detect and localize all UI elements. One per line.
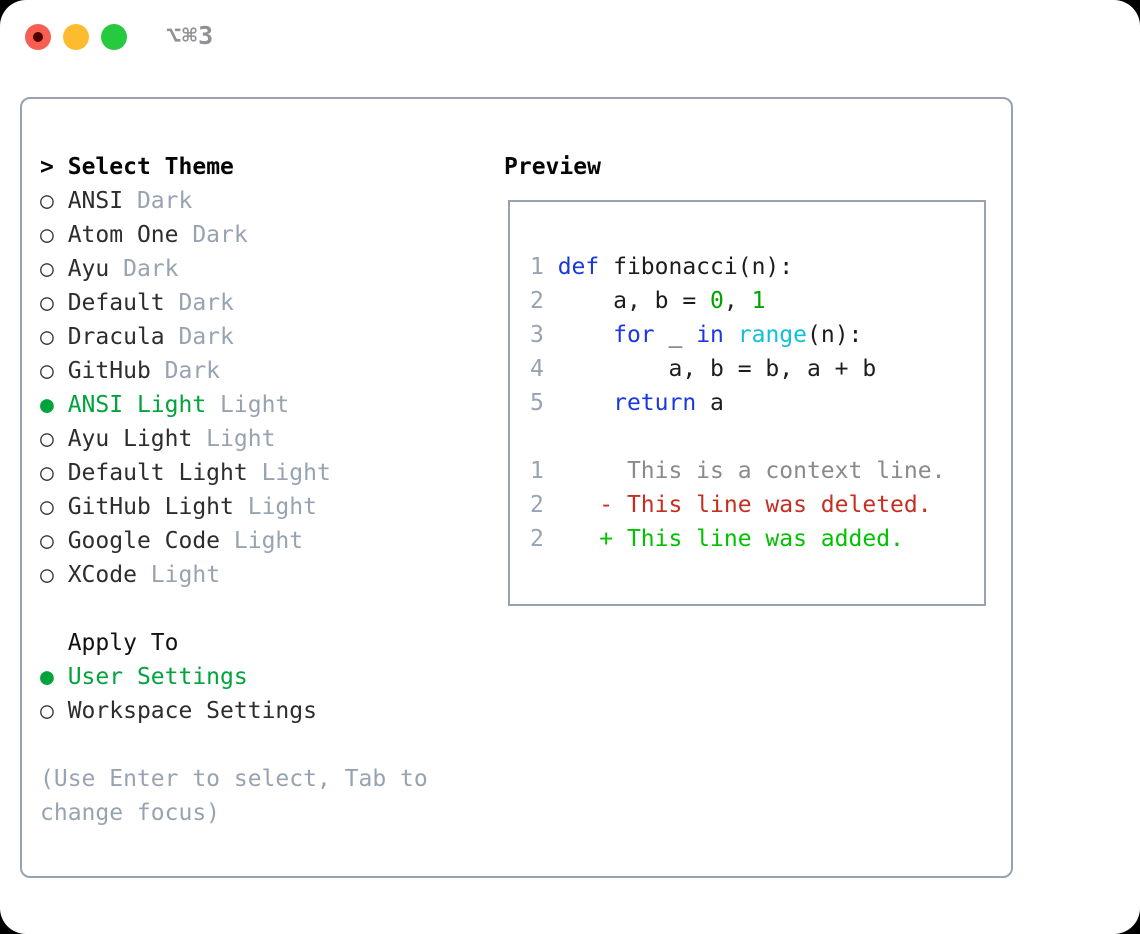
radio-icon: ○ [40, 358, 68, 384]
zoom-button[interactable] [101, 24, 127, 50]
line-number: 2 [530, 492, 558, 518]
code-segment-plain: fibonacci(n): [599, 254, 794, 280]
select-theme-header-row: > Select Theme [40, 150, 331, 184]
code-segment-plain: a, b = b, a + b [557, 356, 877, 382]
theme-option[interactable]: ● ANSI Light Light [40, 392, 290, 418]
code-line: 2 a, b = 0, 1 [530, 284, 945, 318]
apply-to-section: Apply To ● User Settings ○ Workspace Set… [40, 626, 317, 728]
code-segment-keyword: def [557, 254, 600, 280]
theme-option[interactable]: ○ GitHub Dark [40, 358, 221, 384]
line-number: 1 [530, 458, 558, 484]
code-segment-plain [558, 390, 613, 416]
code-segment-number: 1 [751, 288, 766, 314]
code-segment-plain: a [696, 390, 724, 416]
code-segment-builtin: range [737, 322, 807, 348]
line-number: 3 [530, 322, 558, 348]
code-preview: 1 def fibonacci(n): 2 a, b = 0, 1 3 for … [530, 250, 945, 556]
line-number: 1 [530, 254, 558, 280]
theme-option[interactable]: ○ Ayu Light Light [40, 426, 276, 452]
code-segment-plain: _ [654, 322, 697, 348]
keyboard-hint: (Use Enter to select, Tab to change focu… [40, 762, 428, 830]
hint-line: (Use Enter to select, Tab to [40, 766, 428, 792]
code-line [530, 420, 945, 454]
theme-list: > Select Theme ○ ANSI Dark ○ Atom One Da… [40, 150, 331, 592]
line-number: 5 [530, 390, 558, 416]
code-line: 5 return a [530, 386, 945, 420]
code-line: 4 a, b = b, a + b [530, 352, 945, 386]
code-segment-keyword: for [613, 322, 655, 348]
theme-option[interactable]: ○ Default Light Light [40, 460, 331, 486]
close-button[interactable] [25, 24, 51, 50]
line-number [530, 424, 558, 450]
line-number: 4 [530, 356, 558, 382]
radio-icon: ○ [40, 324, 68, 350]
theme-option[interactable]: ○ Default Dark [40, 290, 234, 316]
theme-option[interactable]: ○ Dracula Dark [40, 324, 234, 350]
window-title: ⌥⌘3 [166, 21, 215, 50]
window-titlebar: ⌥⌘3 [0, 0, 1140, 74]
code-segment-keyword: in [696, 322, 724, 348]
radio-icon: ○ [40, 290, 68, 316]
code-segment-deleted: - This line was deleted. [557, 492, 932, 518]
code-segment-number: 0 [710, 288, 724, 314]
radio-icon: ○ [40, 188, 68, 214]
code-segment-added: + This line was added. [557, 526, 904, 552]
code-segment-plain [724, 322, 738, 348]
radio-icon: ○ [40, 256, 68, 282]
theme-option[interactable]: ○ Ayu Dark [40, 256, 179, 282]
radio-icon: ○ [40, 460, 68, 486]
preview-header: Preview [504, 154, 601, 180]
code-segment-plain: , [723, 288, 752, 314]
focus-prompt-icon: > [40, 154, 54, 180]
line-number: 2 [530, 288, 558, 314]
code-segment-keyword: return [613, 390, 697, 416]
theme-options: ○ ANSI Dark ○ Atom One Dark ○ Ayu Dark ○… [40, 184, 331, 592]
code-segment-plain [558, 322, 613, 348]
theme-option[interactable]: ○ XCode Light [40, 562, 221, 588]
radio-icon: ○ [40, 698, 68, 724]
radio-icon: ○ [40, 426, 68, 452]
theme-picker-panel: > Select Theme ○ ANSI Dark ○ Atom One Da… [20, 97, 1013, 878]
code-line: 3 for _ in range(n): [530, 318, 945, 352]
theme-option[interactable]: ○ Atom One Dark [40, 222, 248, 248]
theme-option[interactable]: ○ Google Code Light [40, 528, 304, 554]
code-segment-context: This is a context line. [557, 458, 946, 484]
code-line: 2 + This line was added. [530, 522, 945, 556]
radio-icon: ○ [40, 494, 68, 520]
hint-line: change focus) [40, 800, 221, 826]
radio-icon: ○ [40, 528, 68, 554]
preview-pane: 1 def fibonacci(n): 2 a, b = 0, 1 3 for … [508, 200, 986, 606]
code-segment-plain: (n): [807, 322, 863, 348]
code-line: 1 def fibonacci(n): [530, 250, 945, 284]
radio-icon: ○ [40, 222, 68, 248]
code-line: 2 - This line was deleted. [530, 488, 945, 522]
apply-to-header: Apply To [67, 630, 179, 656]
theme-option[interactable]: ○ GitHub Light Light [40, 494, 317, 520]
select-theme-header: Select Theme [67, 154, 234, 180]
apply-option[interactable]: ● User Settings [40, 664, 248, 690]
radio-icon: ○ [40, 562, 68, 588]
radio-icon: ● [40, 664, 68, 690]
radio-icon: ● [40, 392, 68, 418]
code-segment-plain: a, b = [557, 288, 711, 314]
minimize-button[interactable] [63, 24, 89, 50]
code-line: 1 This is a context line. [530, 454, 945, 488]
apply-options: ● User Settings ○ Workspace Settings [40, 660, 317, 728]
theme-option[interactable]: ○ ANSI Dark [40, 188, 193, 214]
apply-option[interactable]: ○ Workspace Settings [40, 698, 317, 724]
line-number: 2 [530, 526, 558, 552]
